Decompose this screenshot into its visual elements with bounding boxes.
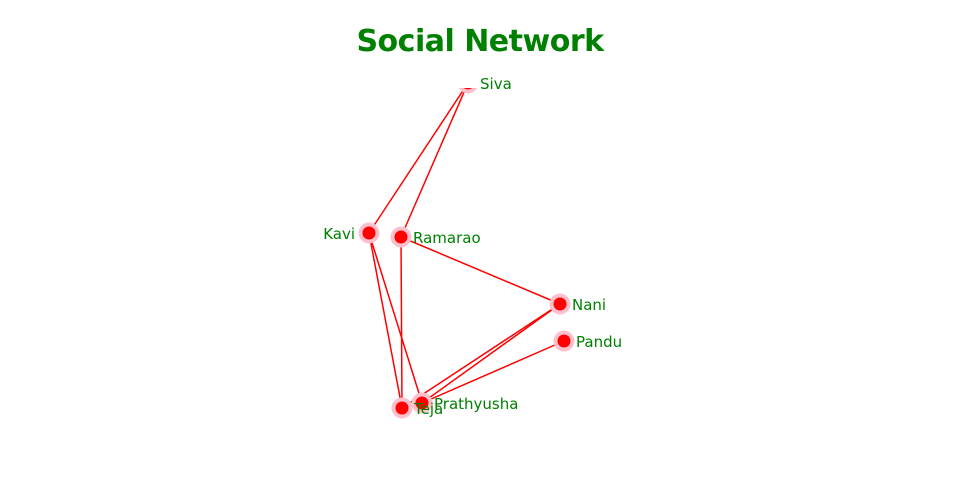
- edge-ramarao-teja: [400, 236, 403, 409]
- node-label: Ramarao: [413, 229, 481, 247]
- edge-kavi-teja: [368, 232, 403, 409]
- edge-ramarao-nani: [400, 236, 561, 305]
- node-label: Pandu: [576, 333, 622, 351]
- edge-siva-ramarao: [400, 88, 467, 238]
- nodes-layer: [358, 75, 575, 419]
- node-siva[interactable]: [458, 75, 478, 94]
- node-label: Nani: [572, 296, 606, 314]
- edge-siva-kavi: [368, 88, 466, 234]
- node-ramarao[interactable]: [390, 226, 412, 248]
- chart-title: Social Network: [356, 24, 604, 59]
- edge-nani-prathyusha: [421, 303, 561, 404]
- node-label: Kavi: [323, 225, 355, 243]
- node-nani[interactable]: [549, 293, 571, 315]
- edge-pandu-prathyusha: [421, 340, 565, 404]
- node-prathyusha[interactable]: [411, 392, 433, 414]
- edges-layer: [368, 88, 565, 409]
- edge-nani-teja: [401, 303, 561, 409]
- node-kavi[interactable]: [358, 222, 380, 244]
- node-pandu[interactable]: [553, 330, 575, 352]
- node-label: Prathyusha: [434, 395, 518, 413]
- node-label: Siva: [480, 75, 512, 93]
- node-teja[interactable]: [391, 397, 413, 419]
- node-label: Teja: [413, 400, 443, 418]
- edge-kavi-prathyusha: [368, 232, 423, 404]
